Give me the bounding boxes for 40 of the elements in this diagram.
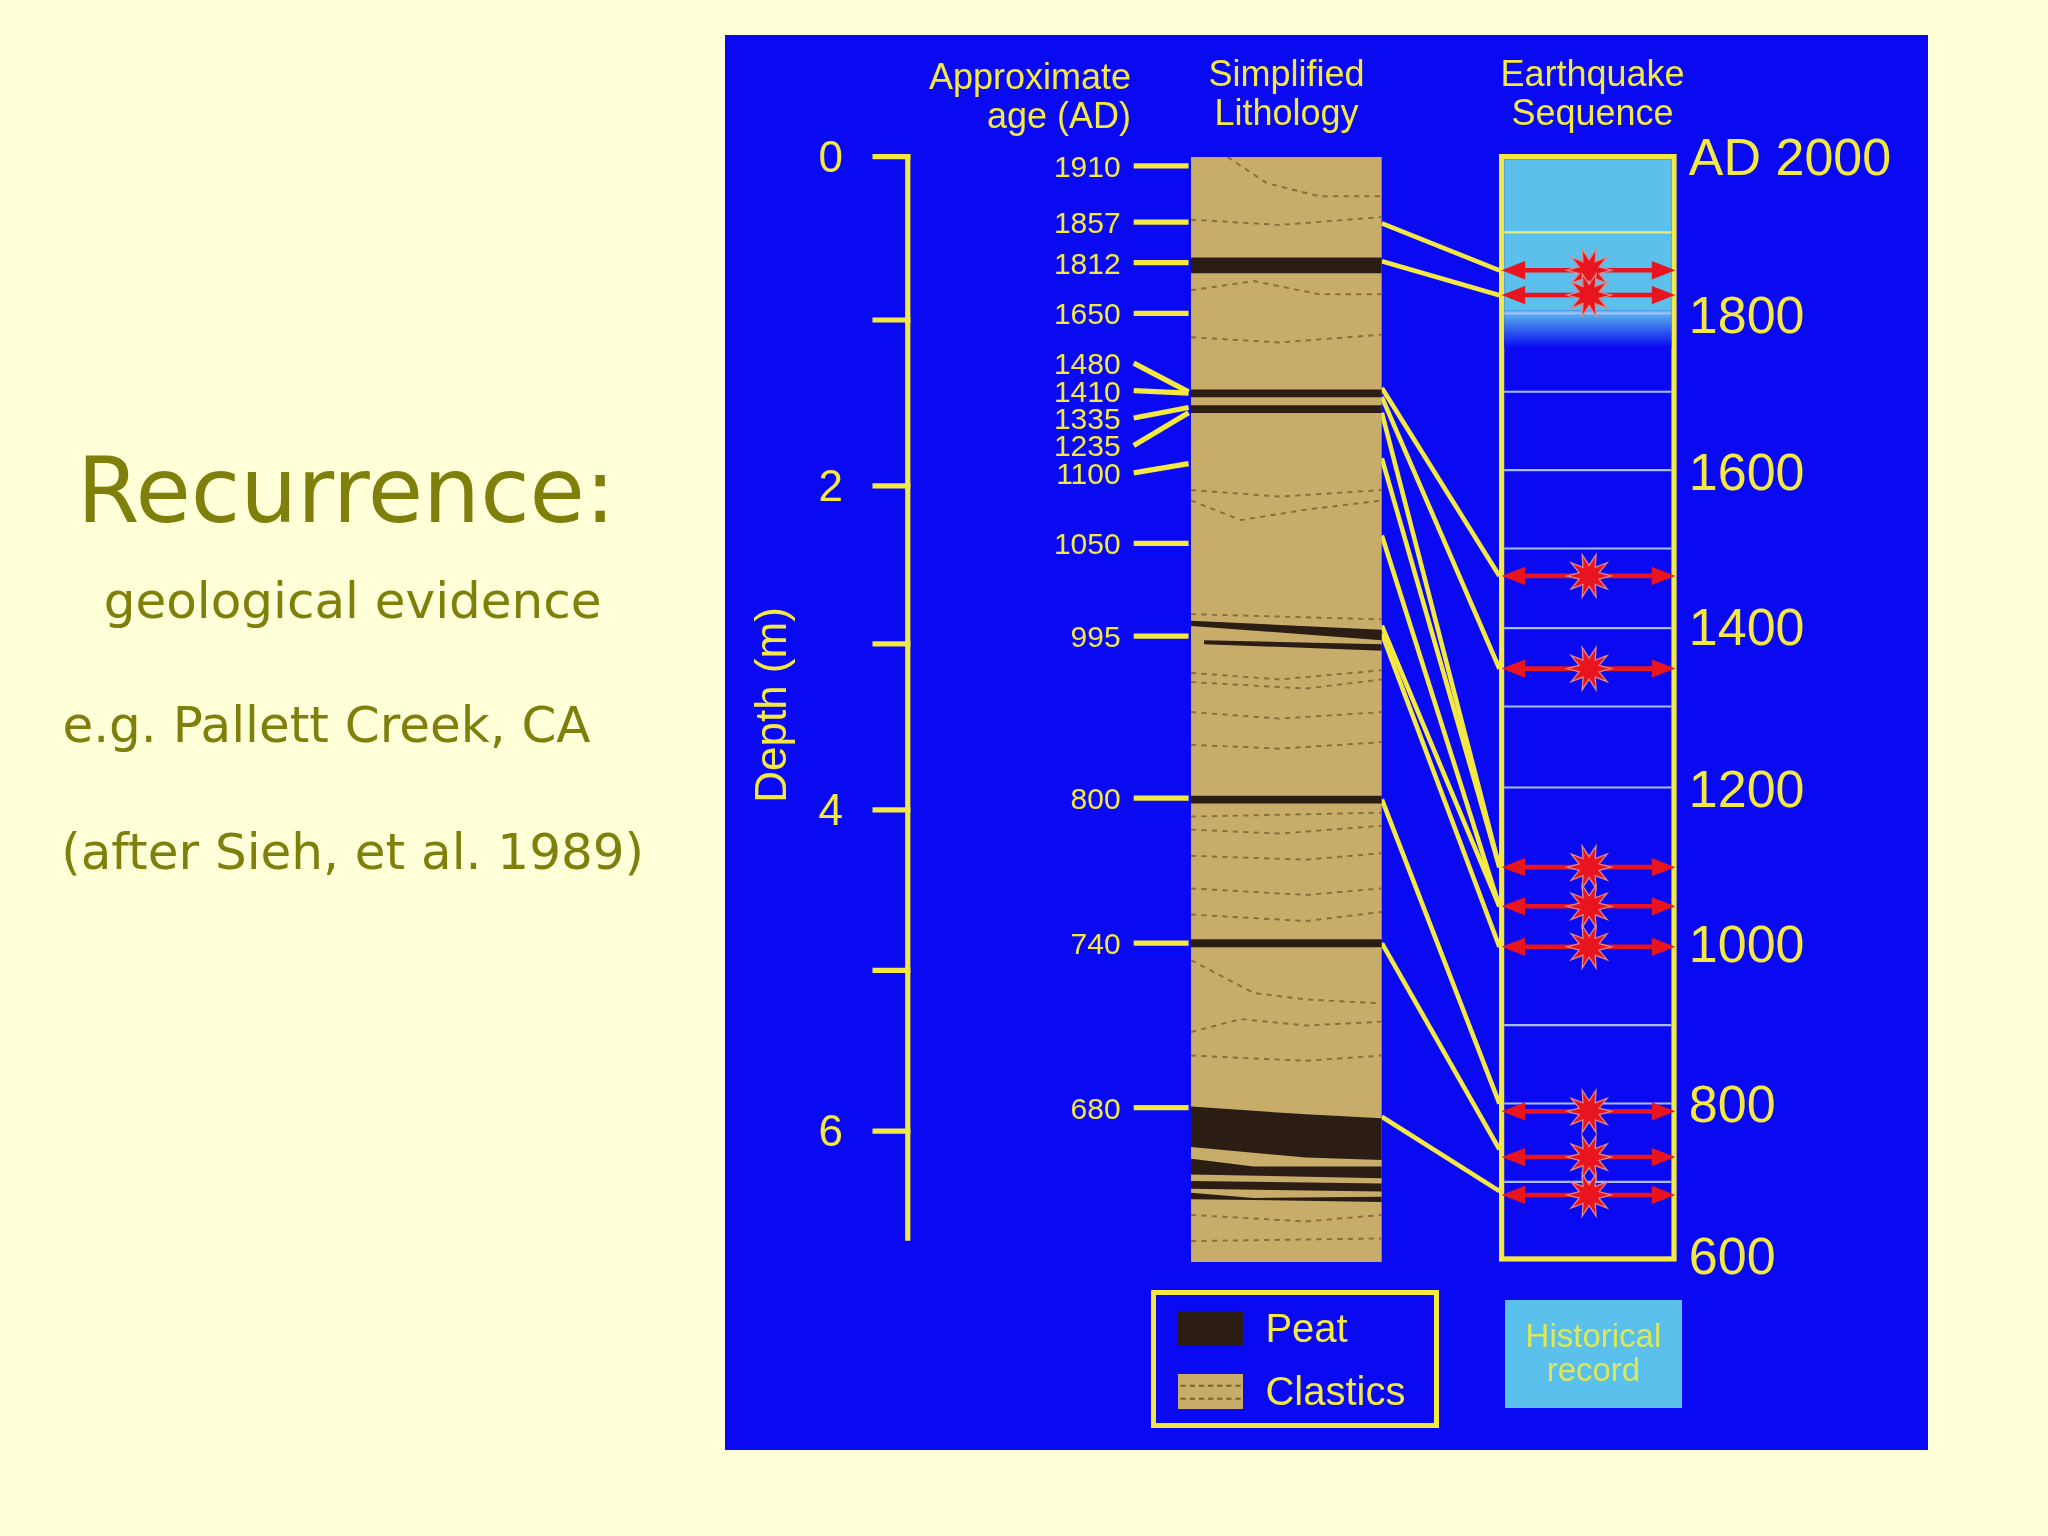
subtitle-text: e.g. Pallett Creek, CA <box>61 694 592 756</box>
age-label: 1480 <box>1052 349 1121 377</box>
year-label: 1600 <box>1688 445 1805 498</box>
year-label: 1400 <box>1688 600 1805 653</box>
age-label: 1857 <box>1052 208 1121 236</box>
legend-label: Peat <box>1265 1308 1348 1349</box>
year-label: 1200 <box>1688 762 1805 815</box>
depth-tick-label: 0 <box>817 134 844 179</box>
age-label: 995 <box>1069 622 1121 650</box>
age-label: 680 <box>1069 1094 1121 1122</box>
depth-tick-label: 6 <box>817 1109 844 1154</box>
year-label: AD 2000 <box>1688 130 1892 183</box>
age-label: 800 <box>1069 784 1121 812</box>
correlation-line <box>1380 1114 1501 1194</box>
axis-heading: Approximate age (AD) <box>927 57 1132 136</box>
column-heading: Simplified Lithology <box>1207 54 1366 133</box>
depth-tick-label: 2 <box>817 463 844 508</box>
age-label: 1410 <box>1052 377 1121 404</box>
age-label: 1812 <box>1052 249 1121 276</box>
age-label: 1235 <box>1052 431 1121 459</box>
year-label: 600 <box>1688 1230 1776 1283</box>
age-label: 1910 <box>1052 152 1121 180</box>
age-label: 1335 <box>1052 404 1121 432</box>
axis-title: Depth (m) <box>748 607 793 804</box>
year-label: 800 <box>1688 1077 1776 1130</box>
subtitle-text: (after Sieh, et al. 1989) <box>60 821 646 883</box>
year-label: 1800 <box>1688 288 1805 341</box>
depth-tick-label: 4 <box>817 787 844 832</box>
title: Recurrence: <box>76 440 616 540</box>
column-heading: Earthquake Sequence <box>1499 54 1686 133</box>
correlation-line <box>1381 259 1501 298</box>
age-label: 1100 <box>1055 459 1121 487</box>
year-label: 1000 <box>1688 918 1805 971</box>
age-label: 740 <box>1069 929 1121 957</box>
legend-label: Clastics <box>1265 1370 1406 1411</box>
legend-label: Historical record <box>1524 1319 1663 1389</box>
subtitle-text: geological evidence <box>102 570 603 632</box>
age-label: 1050 <box>1052 529 1121 557</box>
age-label: 1650 <box>1052 299 1121 327</box>
correlation-line <box>1381 221 1501 273</box>
